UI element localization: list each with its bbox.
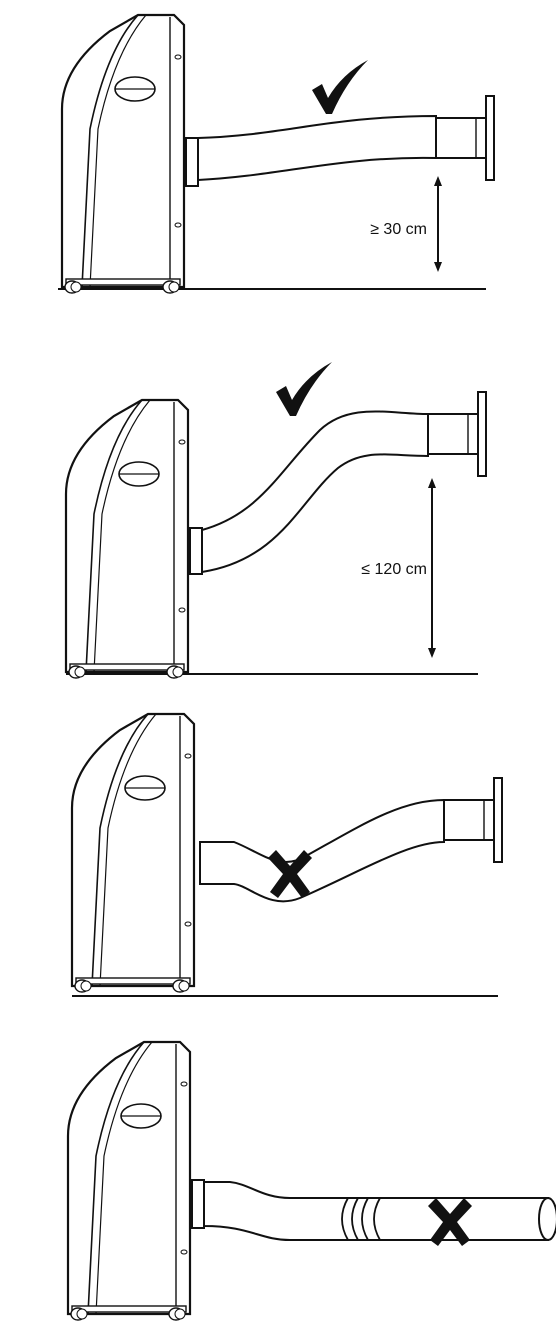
exhaust-hose [197, 114, 437, 182]
air-conditioner-unit [60, 13, 186, 295]
panel-1: ≥ 30 cm [58, 13, 495, 295]
height-label: ≥ 30 cm [370, 221, 427, 238]
hose-connector [189, 527, 203, 575]
panel-3 [70, 712, 503, 997]
arrow-head-top [428, 478, 436, 488]
arrow-head-top [434, 176, 442, 186]
window-flange [427, 391, 487, 477]
air-conditioner-unit [66, 1040, 192, 1322]
window-flange [435, 95, 495, 181]
arrow-head-bottom [428, 648, 436, 658]
exhaust-hose [199, 798, 445, 903]
height-label: ≤ 120 cm [361, 561, 427, 578]
panel-4 [66, 1040, 556, 1322]
window-flange [443, 777, 503, 863]
panel-2: ≤ 120 cm [64, 362, 487, 680]
arrow-head-bottom [434, 262, 442, 272]
hose-connector [185, 137, 199, 187]
exhaust-hose [201, 410, 429, 574]
hose-connector [191, 1179, 205, 1229]
air-conditioner-unit [70, 712, 196, 994]
air-conditioner-unit [64, 398, 190, 680]
hose-joint [341, 1197, 381, 1241]
check-mark-icon [276, 362, 332, 416]
check-mark-icon [312, 60, 368, 114]
hose-end [538, 1197, 556, 1241]
